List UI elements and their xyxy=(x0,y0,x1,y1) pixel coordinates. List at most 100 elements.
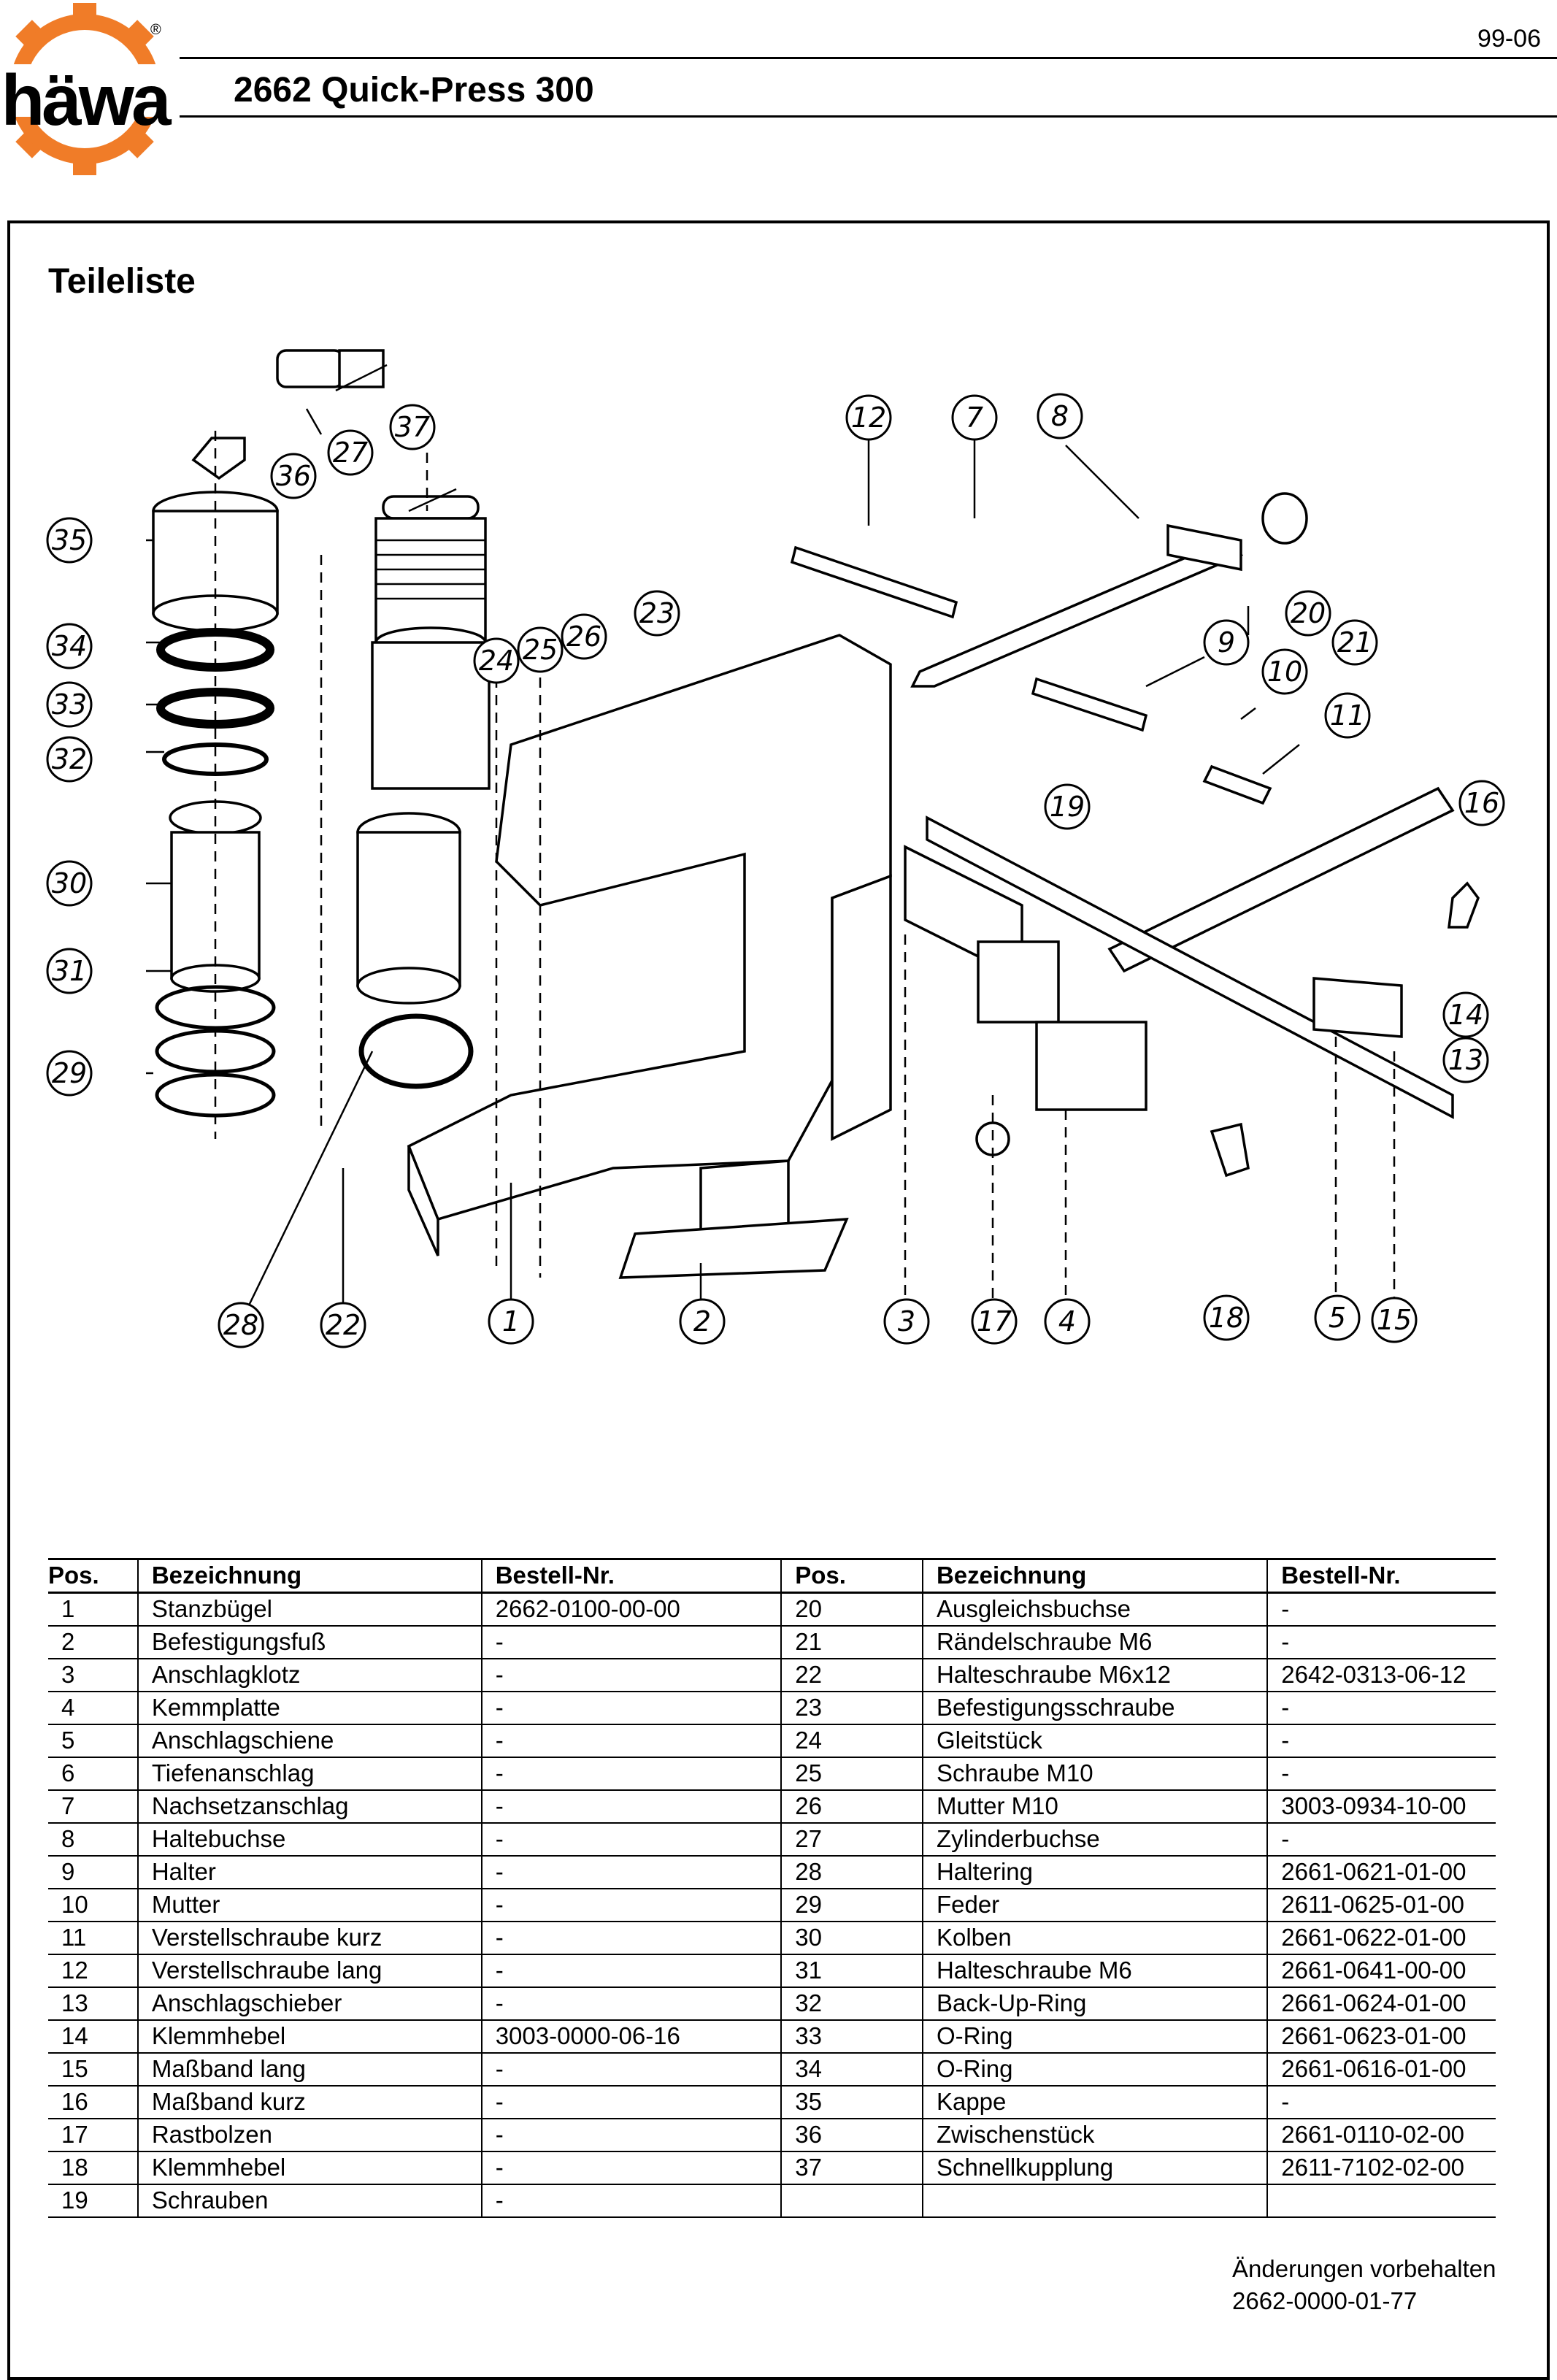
table-header-row: Pos. Bezeichnung Bestell-Nr. Pos. Bezeic… xyxy=(48,1558,1496,1594)
cell-description: Maßband lang xyxy=(137,2053,482,2087)
cell-pos: 12 xyxy=(48,1954,138,1988)
cell-description: Halter xyxy=(137,1856,482,1889)
cell-description: Schraube M10 xyxy=(921,1757,1268,1791)
svg-text:20: 20 xyxy=(1291,597,1326,629)
cell-pos: 1 xyxy=(48,1592,138,1627)
cell-description: Schnellkupplung xyxy=(921,2151,1268,2185)
cell-description: Anschlagschiene xyxy=(137,1724,482,1758)
registered-mark: ® xyxy=(150,22,161,38)
svg-text:1: 1 xyxy=(502,1305,520,1337)
cell-order-no: 2661-0621-01-00 xyxy=(1266,1856,1496,1889)
cell-description: Back-Up-Ring xyxy=(921,1987,1268,2021)
cell-pos: 5 xyxy=(48,1724,138,1758)
callout-14: 14 xyxy=(1442,991,1489,1038)
cell-pos: 3 xyxy=(48,1659,138,1692)
cell-pos: 9 xyxy=(48,1856,138,1889)
cell-pos: 21 xyxy=(780,1626,923,1659)
header-rule-bottom xyxy=(180,115,1557,118)
cell-order-no: - xyxy=(1266,1626,1496,1659)
cell-description: Verstellschraube lang xyxy=(137,1954,482,1988)
cell-description: Kappe xyxy=(921,2086,1268,2119)
callout-4: 4 xyxy=(1044,1298,1091,1345)
callout-3: 3 xyxy=(883,1298,930,1345)
svg-text:13: 13 xyxy=(1448,1044,1483,1076)
svg-text:26: 26 xyxy=(566,621,601,653)
revision-label: 99-06 xyxy=(1477,25,1541,53)
cell-order-no: - xyxy=(480,1626,782,1659)
cell-pos: 4 xyxy=(48,1692,138,1725)
cell-order-no: 2661-0624-01-00 xyxy=(1266,1987,1496,2021)
cell-pos: 26 xyxy=(780,1790,923,1824)
cell-description: Anschlagklotz xyxy=(137,1659,482,1692)
cell-pos xyxy=(780,2184,923,2218)
svg-text:29: 29 xyxy=(52,1057,87,1089)
callout-15: 15 xyxy=(1371,1297,1418,1343)
svg-text:31: 31 xyxy=(52,955,87,987)
callout-20: 20 xyxy=(1285,590,1331,637)
cell-order-no: - xyxy=(480,2184,782,2218)
callout-29: 29 xyxy=(46,1050,93,1097)
svg-text:3: 3 xyxy=(898,1305,915,1337)
cell-pos: 2 xyxy=(48,1626,138,1659)
svg-text:37: 37 xyxy=(395,411,430,443)
cell-order-no: 2611-0625-01-00 xyxy=(1266,1889,1496,1922)
leader-lines xyxy=(146,364,1300,1308)
svg-text:2: 2 xyxy=(693,1305,711,1337)
callout-8: 8 xyxy=(1037,393,1083,439)
cell-pos: 36 xyxy=(780,2119,923,2152)
cell-order-no: - xyxy=(1266,1757,1496,1791)
cell-order-no: 2661-0622-01-00 xyxy=(1266,1922,1496,1955)
callout-5: 5 xyxy=(1314,1294,1361,1341)
cell-order-no: - xyxy=(480,2053,782,2087)
cell-pos: 20 xyxy=(780,1592,923,1627)
cell-pos: 14 xyxy=(48,2020,138,2054)
cell-description: Mutter xyxy=(137,1889,482,1922)
svg-text:4: 4 xyxy=(1058,1305,1076,1337)
press-frame xyxy=(356,495,892,1279)
gear-icon xyxy=(0,3,169,175)
cell-pos: 15 xyxy=(48,2053,138,2087)
callout-labels: 1 2 3 4 5 7 8 9 10 11 12 13 14 15 16 17 … xyxy=(46,393,1505,1348)
cell-order-no: - xyxy=(1266,2086,1496,2119)
callout-26: 26 xyxy=(561,613,607,660)
cell-pos: 6 xyxy=(48,1757,138,1791)
cell-pos: 11 xyxy=(48,1922,138,1955)
cell-description: Anschlagschieber xyxy=(137,1987,482,2021)
cell-order-no: - xyxy=(480,1987,782,2021)
cell-order-no: - xyxy=(480,1790,782,1824)
callout-10: 10 xyxy=(1261,648,1308,695)
header-rule-top xyxy=(180,57,1557,59)
callout-28: 28 xyxy=(218,1302,264,1348)
parts-table: Pos. Bezeichnung Bestell-Nr. Pos. Bezeic… xyxy=(48,1558,1496,2218)
header-order-no-right: Bestell-Nr. xyxy=(1266,1558,1496,1594)
cell-description: Tiefenanschlag xyxy=(137,1757,482,1791)
header-pos-left: Pos. xyxy=(48,1558,138,1594)
svg-text:35: 35 xyxy=(52,524,87,556)
callout-34: 34 xyxy=(46,623,93,669)
callout-21: 21 xyxy=(1331,619,1378,666)
cell-pos: 32 xyxy=(780,1987,923,2021)
svg-text:33: 33 xyxy=(52,688,87,721)
svg-text:16: 16 xyxy=(1464,787,1499,819)
svg-text:11: 11 xyxy=(1330,699,1365,732)
cell-order-no: 2661-0616-01-00 xyxy=(1266,2053,1496,2087)
cell-order-no: - xyxy=(480,1659,782,1692)
callout-33: 33 xyxy=(46,681,93,728)
cell-pos: 19 xyxy=(48,2184,138,2218)
callout-9: 9 xyxy=(1203,619,1250,666)
cell-description: Ausgleichsbuchse xyxy=(921,1592,1268,1627)
cell-order-no: - xyxy=(480,2086,782,2119)
callout-32: 32 xyxy=(46,736,93,783)
cell-order-no: 2661-0110-02-00 xyxy=(1266,2119,1496,2152)
cell-description: Klemmhebel xyxy=(137,2151,482,2185)
cell-description: Nachsetzanschlag xyxy=(137,1790,482,1824)
section-title: Teileliste xyxy=(48,262,196,301)
svg-text:30: 30 xyxy=(52,867,87,899)
cell-order-no: 2611-7102-02-00 xyxy=(1266,2151,1496,2185)
callout-7: 7 xyxy=(951,394,998,441)
cell-order-no: 2662-0100-00-00 xyxy=(480,1592,782,1627)
